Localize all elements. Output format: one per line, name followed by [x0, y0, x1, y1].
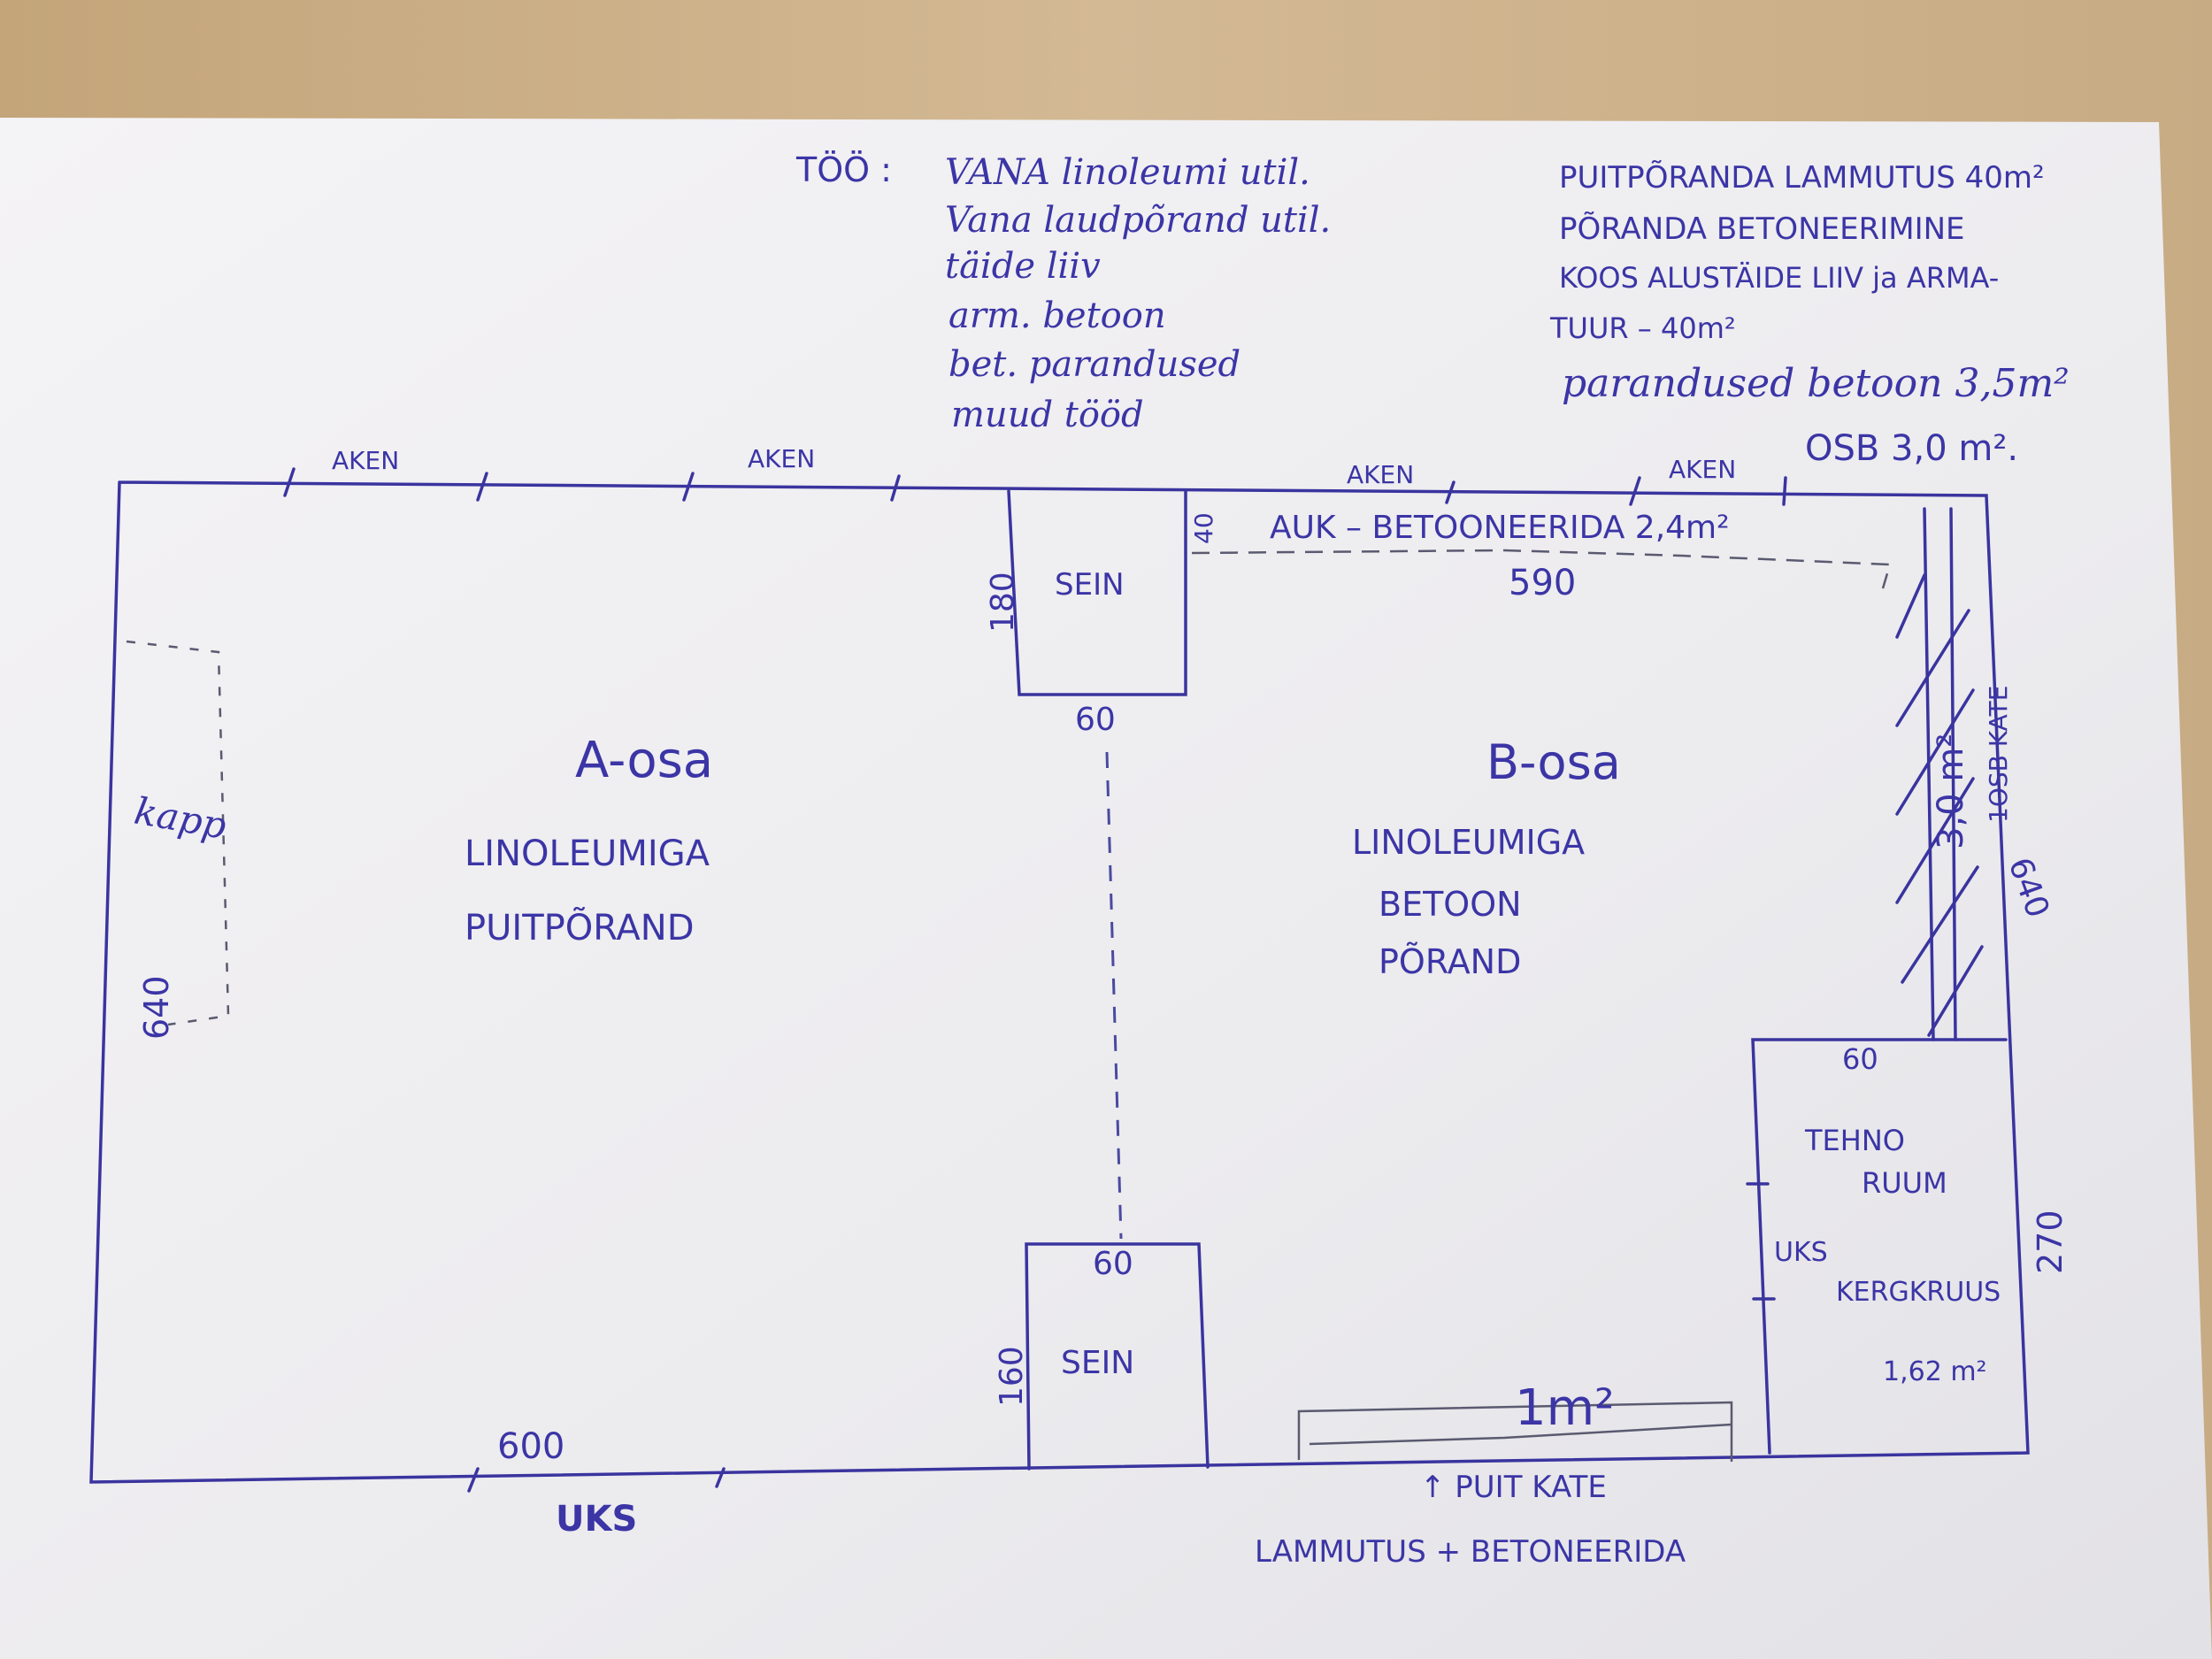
summary-line: KOOS ALUSTÄIDE LIIV ja ARMA-: [1559, 261, 1999, 295]
section-divider: [1105, 751, 1123, 1240]
wall-bottom-width: 60: [1093, 1246, 1133, 1282]
window-label: AKEN: [1669, 455, 1736, 484]
osb-strip-area: 3,0 m²: [1931, 733, 1971, 849]
outer-walls: [89, 480, 2030, 1484]
window-label: AKEN: [1347, 460, 1414, 489]
wall-label-bottom: SEIN: [1061, 1345, 1134, 1381]
summary-line: OSB 3,0 m².: [1805, 428, 2018, 469]
section-a-title: A-osa: [575, 732, 713, 789]
bottom-dimension: 600: [497, 1426, 565, 1467]
cost-summary: PUITPÕRANDA LAMMUTUS 40m² PÕRANDA BETONE…: [1549, 159, 2070, 469]
section-b-line3: PÕRAND: [1379, 942, 1521, 981]
tech-room-door: UKS: [1774, 1237, 1828, 1268]
section-a-line2: PUITPÕRAND: [465, 906, 695, 949]
summary-line: PÕRANDA BETONEERIMINE: [1559, 211, 1965, 247]
section-b-line1: LINOLEUMIGA: [1352, 823, 1585, 862]
work-list-item: bet. parandused: [949, 344, 1240, 385]
work-list-heading: TÖÖ :: [795, 150, 892, 189]
tech-room-area: 1,62 m²: [1883, 1356, 1987, 1387]
wood-area: 1m²: [1515, 1379, 1615, 1437]
wall-bottom-height: 160: [994, 1346, 1030, 1407]
work-list-item: täide liiv: [945, 246, 1101, 287]
summary-line: TUUR – 40m²: [1549, 311, 1736, 345]
tech-room-width: 60: [1842, 1042, 1878, 1076]
wall-block-bottom: [1025, 1242, 1210, 1471]
tech-room-line2: RUUM: [1862, 1166, 1947, 1200]
wood-note-line1: ↑ PUIT KATE: [1420, 1470, 1607, 1505]
wood-note-line2: LAMMUTUS + BETONEERIDA: [1255, 1534, 1686, 1570]
section-b-title: B-osa: [1486, 734, 1621, 790]
summary-line: PUITPÕRANDA LAMMUTUS 40m²: [1559, 159, 2045, 196]
work-list-item: arm. betoon: [949, 296, 1166, 336]
left-dimension: 640: [137, 975, 176, 1040]
osb-strip-label: 1OSB KATE: [1984, 686, 2013, 823]
work-list-item: VANA linoleumi util.: [945, 152, 1310, 193]
hole-length: 590: [1509, 563, 1576, 603]
hole-depth: 40: [1189, 512, 1218, 544]
tech-room-line1: TEHNO: [1804, 1124, 1905, 1157]
summary-line: parandused betoon 3,5m²: [1562, 361, 2070, 406]
wall-top-height: 180: [985, 572, 1021, 633]
hole-note: AUK – BETOONEERIDA 2,4m²: [1270, 510, 1730, 546]
work-list-item: muud tööd: [951, 395, 1144, 435]
wall-top-width: 60: [1075, 702, 1116, 738]
paper-sheet: [0, 118, 2212, 1659]
window-label: AKEN: [748, 444, 815, 473]
tech-room-walls: [1746, 1038, 2008, 1455]
section-a-line1: LINOLEUMIGA: [465, 833, 710, 874]
section-b-line2: BETOON: [1379, 885, 1522, 924]
wall-label-top: SEIN: [1055, 567, 1125, 603]
osb-strip-hatch: [1895, 507, 1984, 1041]
entrance-door-label: UKS: [556, 1499, 637, 1540]
hole-outline: [1191, 549, 1892, 589]
wall-block-top: [1007, 489, 1187, 696]
closet-outline: [126, 640, 230, 1026]
tech-room-wall: KERGKRUUS: [1836, 1277, 2001, 1308]
window-label: AKEN: [332, 446, 399, 475]
window-ticks: [283, 467, 1787, 506]
work-list: TÖÖ : VANA linoleumi util. Vana laudpõra…: [795, 150, 1331, 435]
work-list-item: Vana laudpõrand util.: [945, 200, 1331, 241]
tech-room-height: 270: [2031, 1210, 2070, 1274]
wood-area-outline: [1297, 1401, 1733, 1462]
